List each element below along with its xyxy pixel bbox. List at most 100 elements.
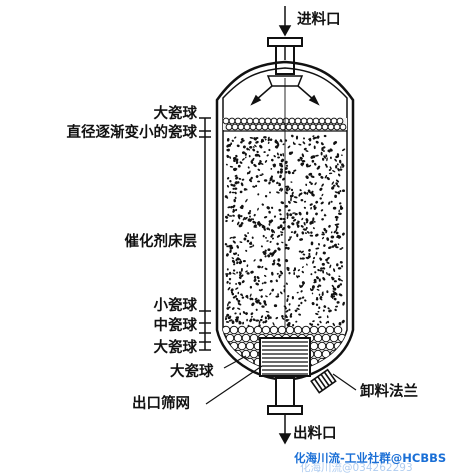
catalyst-particle [320, 267, 324, 270]
catalyst-particle [319, 320, 322, 324]
catalyst-particle [252, 185, 256, 188]
catalyst-particle [252, 218, 255, 221]
catalyst-particle [229, 156, 232, 159]
ceramic-ball [264, 117, 272, 125]
catalyst-particle [250, 315, 253, 318]
catalyst-particle [241, 158, 245, 161]
catalyst-particle [280, 231, 284, 234]
catalyst-particle [332, 290, 335, 293]
catalyst-particle [328, 172, 333, 175]
catalyst-particle [327, 320, 330, 324]
catalyst-particle [229, 191, 232, 194]
catalyst-particle [274, 139, 278, 143]
catalyst-particle [311, 288, 314, 291]
catalyst-particle [244, 152, 247, 156]
catalyst-particle [318, 306, 321, 309]
catalyst-particle [231, 320, 235, 325]
catalyst-particle [335, 165, 338, 169]
catalyst-particle [339, 283, 343, 286]
catalyst-particle [257, 279, 260, 283]
catalyst-particle [330, 235, 335, 239]
catalyst-particle [268, 210, 271, 214]
catalyst-particle [238, 261, 241, 264]
ceramic-ball [325, 325, 335, 335]
catalyst-particle [319, 258, 323, 261]
unloading-flange-label: 卸料法兰 [360, 384, 418, 400]
catalyst-particle [249, 210, 252, 213]
catalyst-particle [237, 299, 241, 303]
catalyst-particle [248, 178, 252, 182]
catalyst-particle [266, 314, 270, 318]
catalyst-particle [311, 159, 315, 163]
ceramic-ball [229, 325, 239, 335]
catalyst-particle [270, 167, 273, 170]
ceramic-ball [317, 325, 327, 335]
catalyst-particle [333, 280, 337, 283]
catalyst-particle [325, 154, 328, 158]
catalyst-particle [301, 296, 305, 299]
catalyst-particle [297, 304, 301, 307]
ceramic-ball [223, 117, 230, 125]
catalyst-particle [278, 275, 281, 279]
inlet-nozzle [267, 37, 303, 75]
catalyst-particle [236, 316, 239, 319]
catalyst-particle [305, 175, 309, 179]
catalyst-particle [288, 303, 291, 306]
catalyst-particle [242, 321, 245, 325]
ceramic-ball [327, 123, 335, 131]
catalyst-particle [257, 207, 259, 211]
catalyst-particle [305, 221, 309, 224]
catalyst-particle [333, 243, 337, 247]
catalyst-particle [259, 174, 263, 177]
catalyst-particle [239, 241, 243, 243]
catalyst-particle [277, 293, 279, 296]
large-balls-bottom-label-1: 大瓷球 [153, 340, 198, 356]
catalyst-particle [277, 247, 281, 251]
ceramic-ball [300, 117, 308, 125]
outlet-nozzle [267, 377, 303, 415]
catalyst-particle [241, 296, 245, 299]
catalyst-particle [234, 318, 238, 321]
catalyst-particle [314, 220, 316, 223]
catalyst-particle [328, 168, 332, 172]
catalyst-particle [266, 240, 269, 242]
catalyst-particle [244, 216, 248, 220]
catalyst-particle [287, 247, 290, 250]
catalyst-particle [264, 195, 268, 198]
catalyst-particle [255, 140, 259, 144]
ceramic-ball [318, 117, 326, 125]
catalyst-particle [317, 269, 320, 272]
catalyst-particle [333, 141, 338, 145]
catalyst-particle [293, 196, 298, 199]
catalyst-particle [335, 179, 340, 183]
ceramic-ball [261, 325, 271, 335]
catalyst-particle [238, 320, 242, 324]
catalyst-particle [300, 301, 303, 305]
catalyst-particle [247, 218, 251, 222]
catalyst-particle [339, 248, 343, 250]
catalyst-particle [285, 187, 289, 192]
catalyst-particle [336, 153, 340, 157]
catalyst-particle [332, 206, 337, 210]
catalyst-particle [339, 205, 342, 209]
catalyst-particle [266, 154, 269, 157]
ceramic-ball [309, 325, 319, 335]
catalyst-particle [309, 191, 314, 194]
catalyst-particle [325, 321, 328, 324]
catalyst-particle [339, 190, 342, 193]
catalyst-particle [245, 312, 248, 315]
catalyst-particle [310, 182, 313, 185]
catalyst-particle [334, 308, 337, 312]
catalyst-particle [321, 218, 324, 221]
catalyst-particle [326, 176, 330, 181]
catalyst-particle [310, 175, 315, 178]
catalyst-particle [232, 209, 236, 213]
catalyst-particle [228, 301, 231, 304]
catalyst-particle [263, 300, 267, 304]
catalyst-particle [293, 269, 296, 272]
catalyst-particle [311, 292, 314, 295]
ceramic-ball [270, 117, 278, 125]
catalyst-particle [228, 282, 231, 285]
catalyst-particle [287, 295, 290, 298]
catalyst-particle [227, 206, 231, 209]
